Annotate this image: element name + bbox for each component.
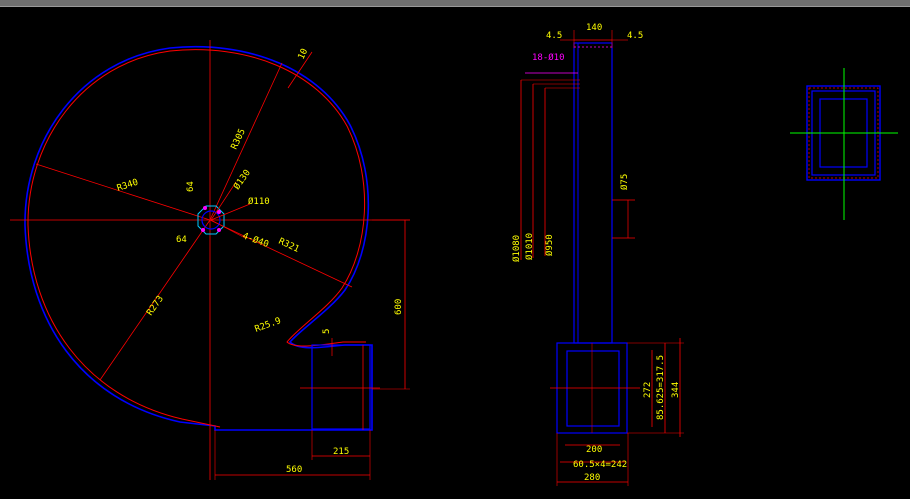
label-r25-9: R25.9: [254, 316, 283, 335]
label-r305: R305: [230, 127, 248, 151]
top-detail-view: [790, 68, 898, 220]
label-phi950: Ø950: [544, 234, 555, 256]
hub-leader-3: [210, 219, 246, 239]
label-d242: 60.5×4=242: [573, 460, 627, 470]
label-d560: 560: [286, 465, 302, 475]
label-d215: 215: [333, 447, 349, 457]
label-4-phi40: 4-Ø40: [241, 230, 270, 250]
radius-line-r273: [99, 219, 211, 381]
outlet-duct: [311, 344, 371, 430]
cad-drawing-canvas[interactable]: 10 R305 R340 R273 R321 Ø130 Ø110 64 64 4…: [0, 7, 910, 499]
hub-leader-2: [210, 203, 251, 221]
label-d280: 280: [584, 473, 600, 483]
label-d272: 272: [643, 382, 653, 398]
leader-d10: [287, 51, 313, 89]
hub-bolt-4: [217, 228, 221, 232]
title-bar: [0, 0, 910, 7]
hub-circle: [201, 210, 221, 230]
label-phi75: Ø75: [619, 174, 630, 190]
volute-outline-outer: [24, 45, 373, 431]
hub-bolt-2: [217, 210, 221, 214]
base-box-inner: [566, 350, 620, 427]
label-d317: 85.625=317.5: [656, 355, 666, 420]
label-holes: 18-Ø10: [532, 52, 565, 63]
label-d64-top: 64: [186, 181, 196, 192]
hub-leader-1: [210, 181, 237, 221]
label-d45-right: 4.5: [627, 31, 643, 41]
label-r273: R273: [145, 294, 166, 318]
hub-bolt-1: [203, 206, 207, 210]
label-d45-left: 4.5: [546, 31, 562, 41]
label-phi130: Ø130: [231, 168, 252, 192]
label-r340: R340: [116, 178, 140, 194]
hub-bolt-3: [201, 228, 205, 232]
radius-line-r340: [35, 163, 211, 221]
side-elevation-view: 140 4.5 4.5 18-Ø10 Ø1080 Ø1010 Ø950 Ø75 …: [511, 23, 684, 486]
label-phi1010: Ø1010: [524, 233, 535, 260]
label-d344: 344: [671, 382, 681, 398]
label-phi110: Ø110: [248, 196, 270, 207]
label-d5: 5: [322, 329, 332, 334]
radius-line-r305: [209, 62, 283, 221]
radius-line-r321: [209, 219, 353, 288]
label-d600: 600: [394, 299, 404, 315]
volute-outline-inner: [27, 49, 366, 428]
label-d10: 10: [297, 47, 311, 61]
label-d140: 140: [586, 23, 602, 33]
label-phi1080: Ø1080: [511, 235, 522, 262]
label-r321: R321: [277, 237, 301, 255]
label-d200: 200: [586, 445, 602, 455]
scroll-casing-view: 10 R305 R340 R273 R321 Ø130 Ø110 64 64 4…: [10, 40, 410, 480]
label-d64-left: 64: [176, 235, 187, 245]
